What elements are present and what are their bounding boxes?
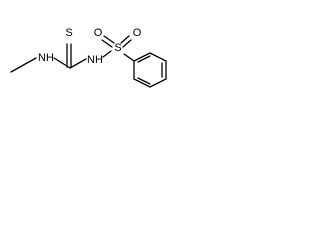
thione-sulfur-label: S	[65, 27, 72, 39]
oxygen-left-label: O	[94, 27, 103, 39]
right-nh-label: NH	[87, 54, 103, 66]
left-nh-label: NH	[38, 52, 54, 64]
bond-methyl-nh	[10, 57, 37, 73]
phenyl-ring	[133, 52, 167, 88]
bond-s-o-right-a	[120, 35, 130, 44]
chemical-structure-diagram: S NH NH S O O	[10, 27, 167, 88]
sulfonyl-sulfur-label: S	[114, 42, 121, 54]
structure-canvas: S NH NH S O O	[0, 0, 188, 115]
phenyl-double-bond-bottom	[137, 77, 151, 85]
bond-s-o-right-b	[122, 39, 132, 48]
bond-nh-sulfonyl-s	[102, 50, 112, 58]
bond-carbon-nh	[69, 58, 87, 69]
bond-s-o-left-a	[101, 39, 113, 48]
bond-s-phenyl	[123, 53, 135, 62]
oxygen-right-label: O	[133, 27, 142, 39]
bond-s-o-left-b	[103, 35, 115, 44]
phenyl-double-bond-top	[137, 55, 151, 63]
